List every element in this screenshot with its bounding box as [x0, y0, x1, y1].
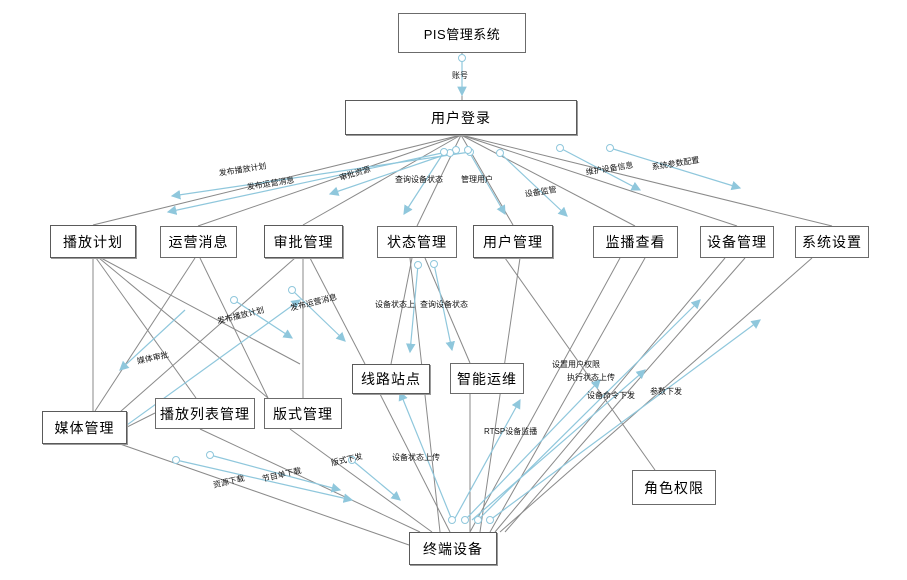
node-device[interactable]: 设备管理: [700, 226, 774, 258]
edge-label-l-paramdown: 参数下发: [650, 387, 682, 396]
node-media[interactable]: 媒体管理: [42, 411, 127, 444]
edge-label-l-rtsp: RTSP设备监播: [484, 427, 538, 436]
node-role[interactable]: 角色权限: [632, 470, 716, 505]
edge-label-l-manageuser: 管理用户: [461, 175, 493, 184]
edge-label-l-devcmd: 设备命令下发: [587, 391, 635, 400]
edge-label-l-devstate-up2: 设备状态上传: [392, 453, 440, 462]
node-smartops[interactable]: 智能运维: [450, 363, 524, 394]
node-login[interactable]: 用户登录: [345, 100, 577, 135]
node-playlist[interactable]: 播放列表管理: [155, 398, 255, 429]
node-sys[interactable]: PIS管理系统: [398, 13, 526, 53]
arrow-joints: [172, 54, 614, 524]
node-status[interactable]: 状态管理: [377, 226, 457, 258]
edge-label-l-querydev-1: 查询设备状态: [395, 175, 443, 184]
node-opmsg[interactable]: 运营消息: [160, 226, 237, 258]
node-settings[interactable]: 系统设置: [795, 226, 869, 258]
node-plan[interactable]: 播放计划: [50, 225, 136, 258]
edge-label-l-execupload: 执行状态上传: [567, 373, 615, 382]
node-linesite[interactable]: 线路站点: [352, 364, 430, 394]
arrow-edges: [119, 58, 761, 521]
node-monitor[interactable]: 监播查看: [593, 226, 678, 258]
edge-label-l-setperm: 设置用户权限: [552, 360, 600, 369]
edge-label-l-devstate-up1: 设备状态上: [375, 300, 415, 309]
edge-label-l-querydev-2: 查询设备状态: [420, 300, 468, 309]
node-approve[interactable]: 审批管理: [264, 225, 343, 258]
node-terminal[interactable]: 终端设备: [409, 532, 497, 565]
node-user[interactable]: 用户管理: [473, 225, 553, 258]
edge-label-l-account: 账号: [452, 71, 468, 80]
node-layout[interactable]: 版式管理: [264, 398, 342, 429]
